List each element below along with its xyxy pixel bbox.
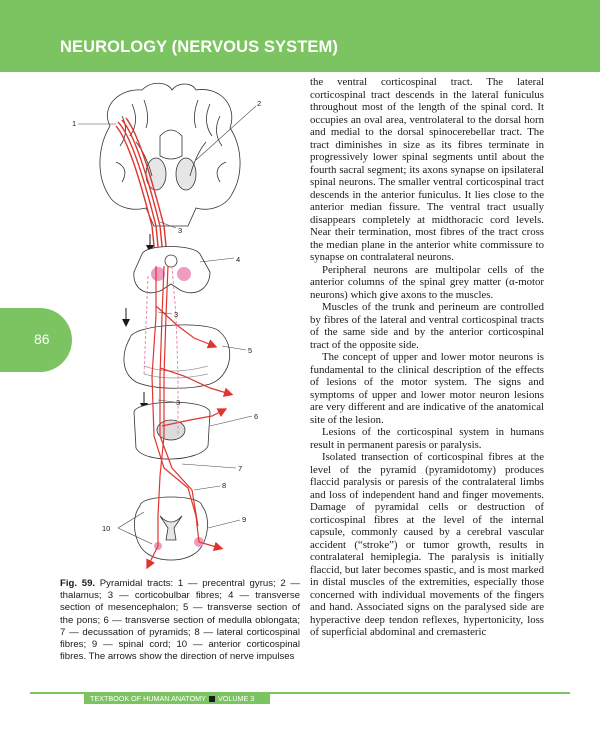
spinal-cord-section [134,496,208,561]
leader-lines [78,105,257,545]
figure-labels: 1 2 3 4 3 5 3 6 7 8 9 10 [72,99,261,533]
label-4: 4 [236,255,240,264]
label-5: 5 [248,346,252,355]
page-number-tab [0,308,72,372]
label-8: 8 [222,481,226,490]
label-3a: 3 [178,226,182,235]
pons-section [123,324,231,389]
corticobulbar-fibres [143,265,179,436]
tract-paths [146,265,234,570]
footer-rule [30,692,570,694]
chapter-header-band [0,0,600,72]
footer-book-title: TEXTBOOK OF HUMAN ANATOMY [90,694,206,703]
mesencephalon-section [133,246,211,294]
label-2: 2 [257,99,261,108]
brain-coronal-section [99,82,241,227]
figure-caption-lead: Fig. 59. [60,578,96,589]
footer-band [84,693,270,704]
label-3c: 3 [176,398,180,407]
label-3b: 3 [174,310,178,319]
figure-caption-body: Pyramidal tracts: 1 — precentral gyrus; … [60,578,300,663]
pyramidal-tracts-figure: 1 2 3 4 3 5 3 6 7 8 9 10 [60,76,300,574]
body-paragraph-1: the ventral corticospinal tract. The lat… [310,76,544,263]
body-paragraph-3: Muscles of the trunk and perineum are co… [310,301,544,351]
figure-caption: Fig. 59. Pyramidal tracts: 1 — precentra… [60,578,300,663]
label-9: 9 [242,515,246,524]
label-10: 10 [102,524,110,533]
label-7: 7 [238,464,242,473]
label-1: 1 [72,119,76,128]
corticospinal-tract-descending [115,117,169,267]
medulla-oblongata-section [133,401,211,460]
body-paragraph-5: Lesions of the corticospinal system in h… [310,426,544,451]
body-paragraph-6: Isolated transection of corticospinal fi… [310,451,544,638]
body-paragraph-4: The concept of upper and lower motor neu… [310,351,544,426]
chapter-title: NEUROLOGY (NERVOUS SYSTEM) [60,38,338,56]
running-footer: TEXTBOOK OF HUMAN ANATOMY VOLUME 3 [90,694,254,703]
label-6: 6 [254,412,258,421]
page-number: 86 [34,331,50,347]
body-paragraph-2: Peripheral neurons are multipolar cells … [310,263,544,301]
footer-square-icon [208,695,215,702]
body-text-column: the ventral corticospinal tract. The lat… [310,76,544,639]
footer-volume: VOLUME 3 [217,694,255,703]
pyramidal-tracts-diagram: 1 2 3 4 3 5 3 6 7 8 9 10 [72,82,261,570]
